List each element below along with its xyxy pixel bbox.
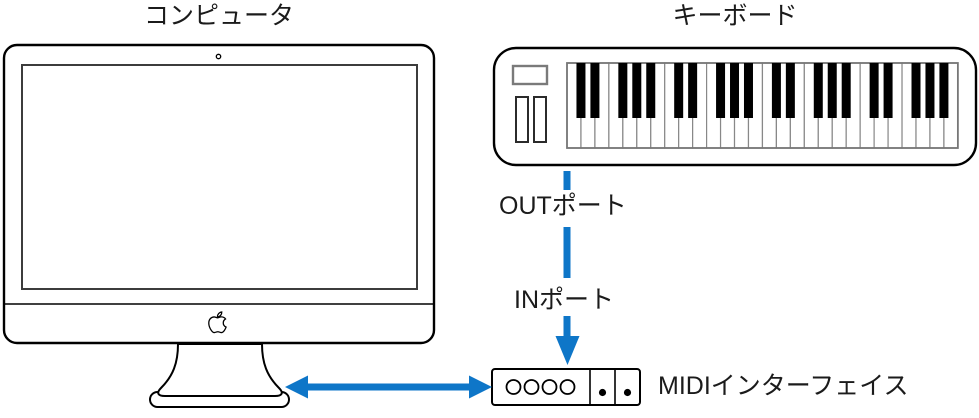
black-key [688,63,698,118]
keys-frame [566,62,959,149]
black-key [841,63,851,118]
piano-keys [566,62,959,149]
black-key [869,63,879,118]
black-key [743,63,753,118]
midi-interface-illustration [491,368,641,406]
down-arrow-icon [555,336,580,365]
black-key [590,63,600,118]
black-key [730,63,740,118]
black-key [939,63,949,118]
out-port-label: OUTポート [499,192,627,220]
camera-dot-icon [215,53,222,60]
black-key [646,63,656,118]
black-key [674,63,684,118]
black-key [911,63,921,118]
keyboard-interface-connection [555,171,580,365]
black-key [827,63,837,118]
apple-logo-icon [208,311,227,334]
black-key [576,63,586,118]
pitch-wheel [515,96,529,143]
computer-body [2,43,436,345]
midi-port-circle [505,379,522,395]
black-key [632,63,642,118]
keyboard-display [511,64,549,86]
cable-segment [563,316,571,338]
cable-segment [563,171,571,190]
black-key [785,63,795,118]
black-key [883,63,893,118]
black-key [771,63,781,118]
midi-interface-label: MIDIインターフェイス [658,372,909,400]
mod-wheel [533,96,547,143]
computer-illustration [2,43,436,408]
computer-interface-connection [285,375,492,399]
indicator-dot [598,388,607,397]
keyboard-label: キーボード [672,2,798,30]
midi-port-circle [559,379,576,395]
black-key [813,63,823,118]
computer-screen [21,64,418,290]
black-key [618,63,628,118]
midi-port-circle [523,379,540,395]
computer-label: コンピュータ [143,2,294,30]
keyboard-illustration [492,46,978,167]
black-key [716,63,726,118]
left-right-arrow-icon [285,375,492,399]
in-port-label: INポート [514,286,615,314]
cable-segment [563,227,571,278]
indicator-dot [623,388,632,397]
midi-port-circle [541,379,558,395]
black-key [925,63,935,118]
computer-stand-neck [157,343,283,397]
